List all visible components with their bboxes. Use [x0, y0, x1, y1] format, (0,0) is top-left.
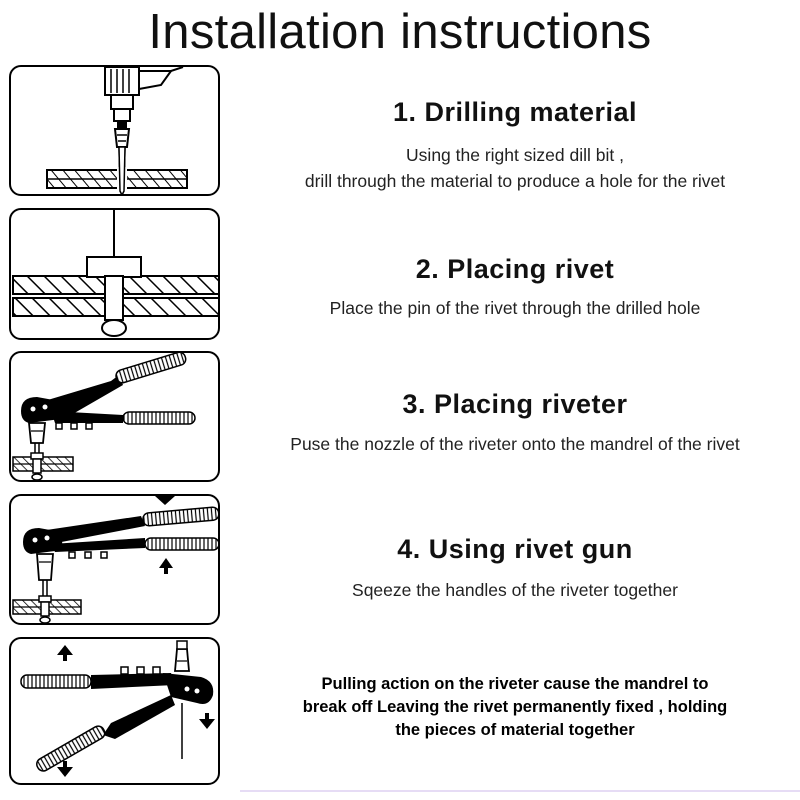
- page-title: Installation instructions: [148, 5, 652, 59]
- step-2-heading: 2. Placing rivet: [415, 254, 615, 284]
- step-5-line-1: Pulling action on the riveter cause the …: [321, 675, 709, 693]
- riveter-pull-icon: [20, 640, 215, 777]
- step-4-heading: 4. Using rivet gun: [397, 534, 633, 564]
- step-5-line-3: the pieces of material together: [395, 721, 635, 739]
- step-3-description: Puse the nozzle of the riveter onto the …: [290, 434, 740, 454]
- arrow-up-icon: [159, 558, 173, 568]
- footer-divider: [240, 790, 800, 792]
- illustration-panel-pull: [9, 637, 220, 785]
- step-4-description: Sqeeze the handles of the riveter togeth…: [352, 580, 678, 600]
- step-2-description: Place the pin of the rivet through the d…: [329, 298, 701, 318]
- arrow-down-icon: [155, 496, 175, 505]
- illustration-panel-riveter: [9, 351, 220, 482]
- step-1-line-2: drill through the material to produce a …: [304, 171, 726, 191]
- drill-icon: [46, 67, 188, 194]
- arrow-up-icon: [57, 645, 73, 655]
- illustration-panel-squeeze: [9, 494, 220, 625]
- step-1-line-1: Using the right sized dill bit ,: [406, 145, 624, 165]
- step-5-line-2: break off Leaving the rivet permanently …: [302, 698, 728, 716]
- illustration-panel-drilling: [9, 65, 220, 196]
- riveter-icon: [12, 353, 196, 480]
- illustration-panel-rivet: [9, 208, 220, 340]
- rivet-icon: [12, 210, 218, 337]
- arrow-down-icon: [57, 767, 73, 777]
- step-3-heading: 3. Placing riveter: [402, 389, 628, 419]
- step-1-heading: 1. Drilling material: [392, 97, 638, 127]
- step-1-description: Using the right sized dill bit , drill t…: [240, 142, 790, 194]
- arrow-down-icon: [199, 719, 215, 729]
- step-5-description: Pulling action on the riveter cause the …: [240, 673, 790, 742]
- riveter-squeeze-icon: [12, 496, 218, 623]
